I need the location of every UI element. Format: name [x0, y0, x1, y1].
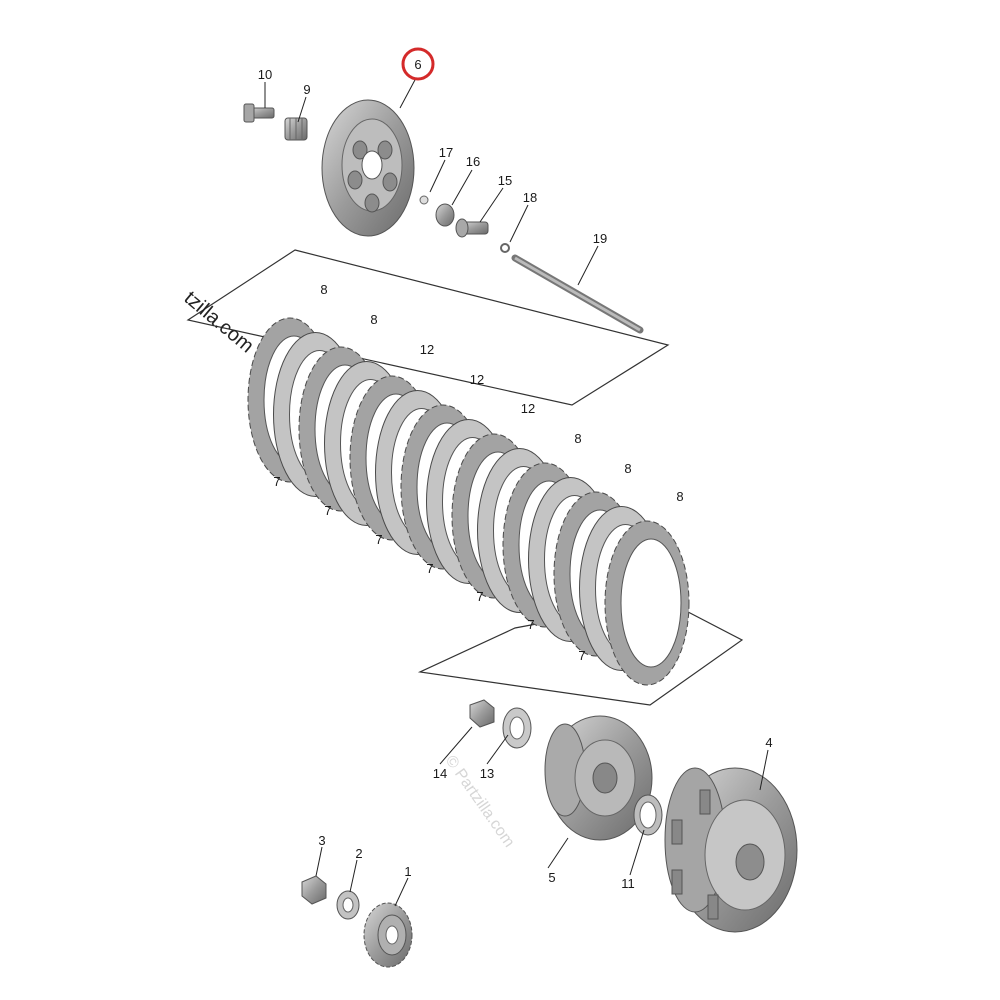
group-frame-clutch-pack: [186, 249, 670, 406]
callout-8-c[interactable]: 8: [574, 431, 581, 446]
callout-9[interactable]: 9: [303, 82, 310, 97]
callout-17[interactable]: 17: [439, 145, 453, 160]
thrust-washer[interactable]: [633, 794, 663, 836]
callout-16[interactable]: 16: [466, 154, 480, 169]
callout-7-c[interactable]: 7: [375, 532, 382, 547]
callout-19[interactable]: 19: [593, 231, 607, 246]
bearing[interactable]: [435, 203, 455, 227]
callout-12-a[interactable]: 12: [420, 342, 434, 357]
callout-13[interactable]: 13: [480, 766, 494, 781]
callout-2[interactable]: 2: [355, 846, 362, 861]
lock-nut[interactable]: [469, 699, 495, 728]
leader-lines: [264, 77, 769, 907]
callout-8-b[interactable]: 8: [370, 312, 377, 327]
callout-7-g[interactable]: 7: [578, 648, 585, 663]
callout-4[interactable]: 4: [765, 735, 772, 750]
callout-12-c[interactable]: 12: [521, 401, 535, 416]
callout-8-e[interactable]: 8: [676, 489, 683, 504]
callout-14[interactable]: 14: [433, 766, 447, 781]
callout-5[interactable]: 5: [548, 870, 555, 885]
push-rod-long[interactable]: [511, 254, 644, 334]
o-ring[interactable]: [500, 243, 510, 253]
clutch-boss[interactable]: [544, 715, 653, 841]
callout-10[interactable]: 10: [258, 67, 272, 82]
pressure-plate[interactable]: [321, 99, 415, 237]
callout-11[interactable]: 11: [621, 876, 635, 891]
callout-12-b[interactable]: 12: [470, 372, 484, 387]
clutch-plate-stack: [247, 317, 690, 686]
callout-labels: 6 10 9 17 16 15 18 19 8 8 12 12 12 8 8 8…: [258, 57, 773, 891]
watermark-side: tzilla.com: [180, 287, 258, 357]
primary-drive-gear[interactable]: [363, 902, 413, 968]
callout-6[interactable]: 6: [414, 57, 421, 72]
callout-3[interactable]: 3: [318, 833, 325, 848]
callout-15[interactable]: 15: [498, 173, 512, 188]
callout-7-a[interactable]: 7: [273, 474, 280, 489]
clutch-housing[interactable]: [664, 767, 798, 933]
gear-washer[interactable]: [336, 890, 360, 920]
callout-18[interactable]: 18: [523, 190, 537, 205]
gear-nut[interactable]: [301, 875, 327, 905]
spring-bolt[interactable]: [243, 103, 275, 123]
callout-7-f[interactable]: 7: [527, 617, 534, 632]
push-rod-short[interactable]: [455, 218, 489, 238]
lock-washer[interactable]: [502, 707, 532, 749]
callout-8-d[interactable]: 8: [624, 461, 631, 476]
callout-7-b[interactable]: 7: [324, 503, 331, 518]
callout-1[interactable]: 1: [404, 864, 411, 879]
friction-plate[interactable]: [604, 520, 690, 686]
callout-8-a[interactable]: 8: [320, 282, 327, 297]
callout-7-e[interactable]: 7: [476, 589, 483, 604]
highlight-ring-part-6: [401, 47, 435, 81]
callout-7-d[interactable]: 7: [426, 561, 433, 576]
ball[interactable]: [419, 195, 429, 205]
clutch-spring[interactable]: [284, 117, 308, 141]
